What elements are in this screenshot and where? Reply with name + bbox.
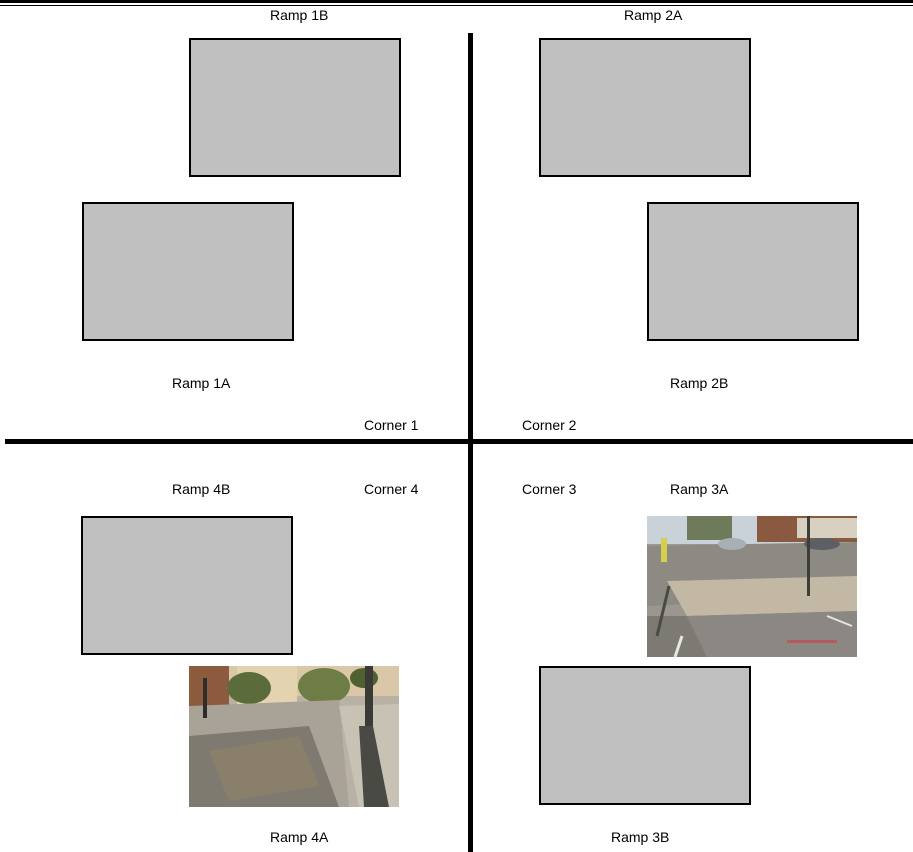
ramp-4b-label: Ramp 4B (172, 481, 230, 497)
ramp-1b-label: Ramp 1B (270, 7, 328, 23)
ramp-2b-label: Ramp 2B (670, 375, 728, 391)
ramp-1a-label: Ramp 1A (172, 375, 230, 391)
ramp-1b-photo-placeholder (189, 38, 401, 177)
ramp-3b-photo-placeholder (539, 666, 751, 805)
corner-1-label: Corner 1 (364, 417, 418, 433)
corner-3-label: Corner 3 (522, 481, 576, 497)
ramp-3a-photo (647, 516, 857, 657)
header-rule-thin (0, 5, 913, 6)
ramp-4b-photo-placeholder (81, 516, 293, 655)
ramp-3b-label: Ramp 3B (611, 829, 669, 845)
ramp-2a-label: Ramp 2A (624, 7, 682, 23)
ramp-3a-label: Ramp 3A (670, 481, 728, 497)
ramp-1a-photo-placeholder (82, 202, 294, 341)
header-rule (0, 0, 913, 3)
ramp-4a-photo (189, 666, 399, 807)
ramp-4a-label: Ramp 4A (270, 829, 328, 845)
ramp-2b-photo-placeholder (647, 202, 859, 341)
street-horizontal-divider (5, 439, 913, 444)
ramp-2a-photo-placeholder (539, 38, 751, 177)
corner-2-label: Corner 2 (522, 417, 576, 433)
corner-4-label: Corner 4 (364, 481, 418, 497)
